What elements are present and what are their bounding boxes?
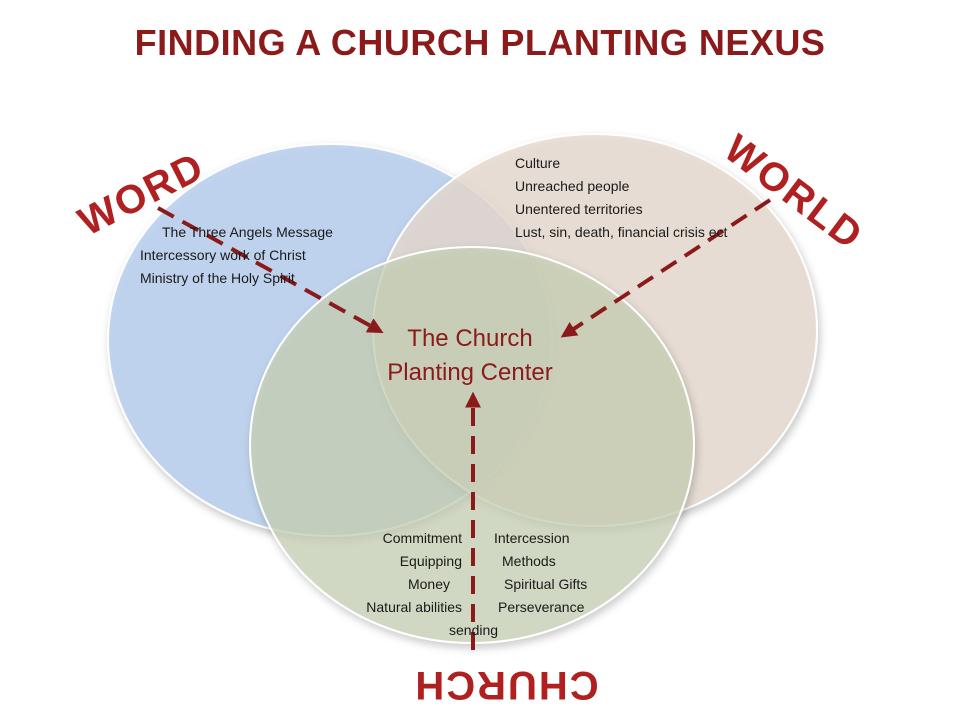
word-item: Intercessory work of Christ: [140, 247, 306, 263]
church-item: Spiritual Gifts: [504, 576, 588, 592]
church-item: Perseverance: [498, 599, 585, 615]
word-item: The Three Angels Message: [162, 224, 333, 240]
church-label: CHURCH: [413, 663, 598, 707]
world-arrow: [560, 198, 772, 338]
church-item: Methods: [502, 553, 556, 569]
world-item: Lust, sin, death, financial crisis ect: [515, 224, 728, 240]
word-item: Ministry of the Holy Spirit: [140, 270, 295, 286]
diagram-title: FINDING A CHURCH PLANTING NEXUS: [134, 22, 826, 63]
church-item: Commitment: [382, 530, 462, 546]
center-line-1: The Church: [407, 325, 533, 352]
church-items-left: Commitment Equipping Money Natural abili…: [300, 527, 462, 619]
church-item: Natural abilities: [366, 599, 462, 615]
world-item: Unentered territories: [515, 201, 643, 217]
center-line-2: Planting Center: [387, 359, 553, 386]
church-item: Money: [407, 576, 450, 592]
church-item: Equipping: [399, 553, 462, 569]
church-item-last: sending: [449, 622, 499, 638]
word-arrow: [157, 206, 384, 334]
word-items: The Three Angels Message Intercessory wo…: [140, 221, 333, 290]
world-item: Unreached people: [515, 178, 630, 194]
center-label: The Church Planting Center: [330, 322, 610, 390]
church-item: Intercession: [494, 530, 570, 546]
world-items: Culture Unreached people Unentered terri…: [515, 152, 727, 244]
world-item: Culture: [515, 155, 561, 171]
church-items-right: Intercession Methods Spiritual Gifts Per…: [494, 527, 634, 619]
